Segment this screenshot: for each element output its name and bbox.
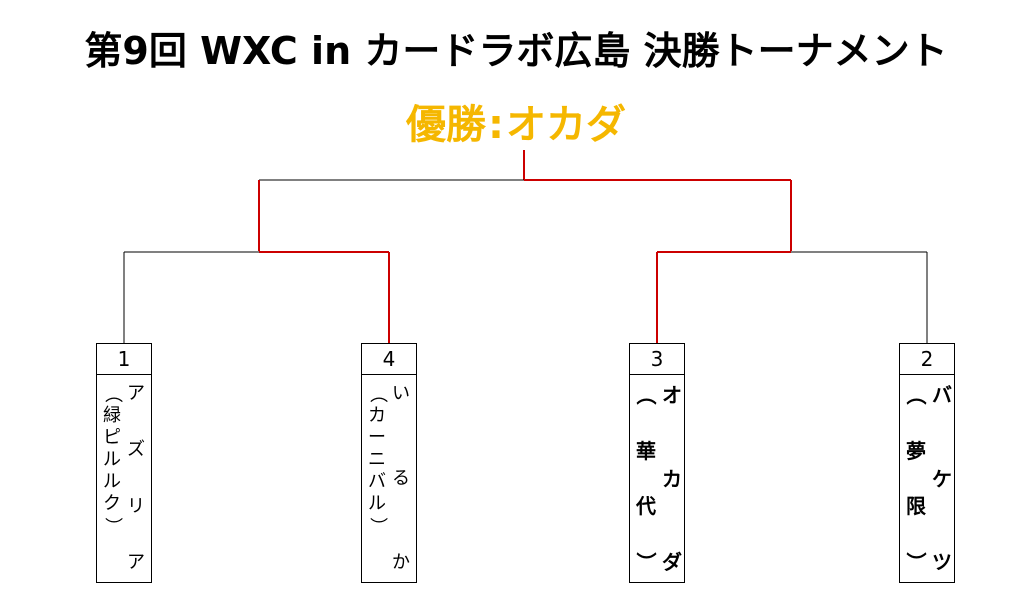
team-name: （夢限） (904, 385, 928, 572)
seed-number: 1 (97, 344, 151, 375)
team-name: （カーニバル） (367, 385, 388, 535)
winner-banner: 優勝:オカダ (0, 92, 1032, 150)
player-box-seed-4: 4 （カーニバル） いるか (361, 343, 417, 583)
player-entry: （カーニバル） いるか (362, 375, 416, 582)
player-box-seed-1: 1 （緑ピルルク） アズリア (96, 343, 152, 583)
team-name: （緑ピルルク） (102, 385, 123, 535)
seed-number: 4 (362, 344, 416, 375)
tournament-title: 第9回 WXC in カードラボ広島 決勝トーナメント (84, 29, 948, 73)
seed-number: 2 (900, 344, 954, 375)
winner-name: オカダ (506, 102, 626, 148)
player-name: いるか (392, 383, 410, 573)
winner-label: 優勝 (406, 102, 486, 148)
player-entry: （緑ピルルク） アズリア (97, 375, 151, 582)
player-box-seed-2: 2 （夢限） バケツ (899, 343, 955, 583)
winner-separator: : (488, 102, 504, 148)
player-entry: （夢限） バケツ (900, 375, 954, 582)
seed-number: 3 (630, 344, 684, 375)
player-name: アズリア (127, 383, 145, 573)
team-name: （華代） (634, 385, 658, 572)
player-name: バケツ (932, 383, 952, 574)
player-name: オカダ (662, 383, 682, 574)
player-box-seed-3: 3 （華代） オカダ (629, 343, 685, 583)
player-entry: （華代） オカダ (630, 375, 684, 582)
